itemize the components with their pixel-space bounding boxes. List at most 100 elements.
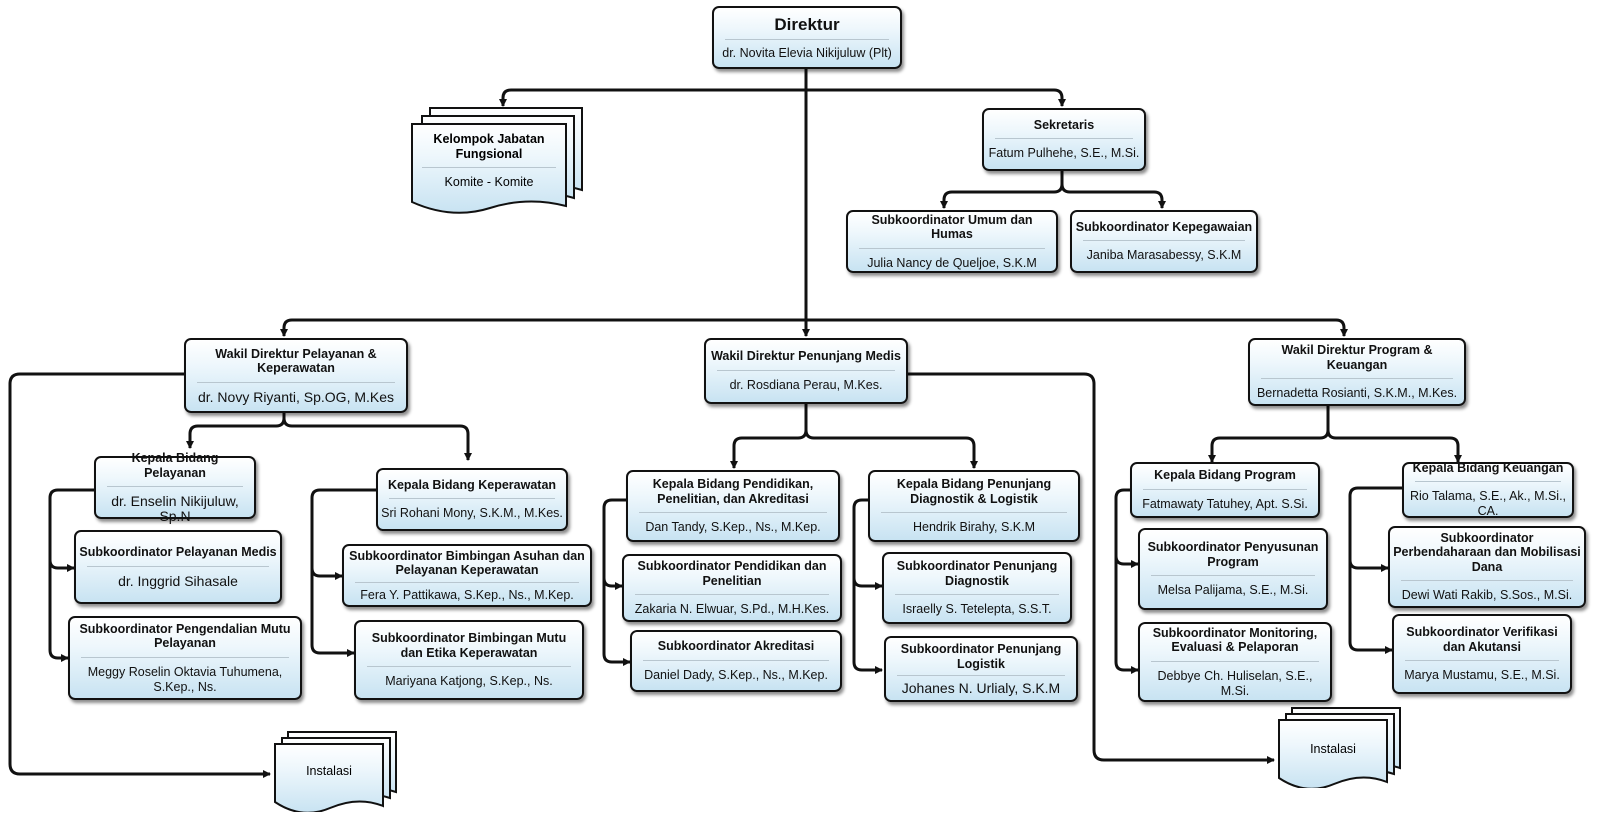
wadir-pelayanan-name: dr. Novy Riyanti, Sp.OG, M.Kes: [197, 388, 395, 405]
sub-akreditasi-name: Daniel Dady, S.Kep., Ns., M.Kep.: [644, 667, 828, 682]
link-to-kabid-keuangan: [1326, 429, 1462, 463]
divider: [422, 167, 556, 168]
sub-penunjang-logistik-box[interactable]: Subkoordinator Penunjang Logistik Johane…: [884, 636, 1078, 702]
link-wadir-pelayanan-split: [186, 410, 286, 449]
kabid-pelayanan-name: dr. Enselin Nikijuluw, Sp.N: [111, 493, 239, 524]
divider: [1401, 580, 1573, 582]
divider: [717, 369, 895, 371]
wadir-pelayanan-title: Wakil Direktur Pelayanan & Keperawatan: [215, 346, 377, 376]
link-kabid-penunjang-subs: [852, 498, 883, 674]
sub-pengendalian-title: Subkoordinator Pengendalian Mutu Pelayan…: [79, 621, 291, 651]
sub-penunjang-diagnostik-box[interactable]: Subkoordinator Penunjang Diagnostik Isra…: [882, 552, 1072, 624]
sub-pelayanan-medis-box[interactable]: Subkoordinator Pelayanan Medis dr. Inggr…: [74, 530, 282, 604]
instalasi-left-label: Instalasi: [306, 764, 352, 778]
divider: [725, 38, 889, 40]
sub-monev-name: Debbye Ch. Huliselan, S.E., M.Si.: [1157, 668, 1313, 698]
divider: [643, 659, 829, 661]
divider: [1143, 488, 1307, 490]
sub-penyusunan-name: Melsa Palijama, S.E., M.Si.: [1157, 583, 1309, 597]
direktur-name: dr. Novita Elevia Nikijuluw (Plt): [722, 45, 892, 60]
divider: [635, 594, 829, 595]
instalasi-left-box[interactable]: Instalasi: [272, 730, 400, 812]
sub-monev-title: Subkoordinator Monitoring, Evaluasi & Pe…: [1152, 625, 1318, 655]
sub-bimbingan-mutu-etika-box[interactable]: Subkoordinator Bimbingan Mutu dan Etika …: [354, 620, 584, 700]
sub-asuhan-name: Fera Y. Pattikawa, S.Kep., Ns., M.Kep.: [360, 587, 574, 602]
link-to-sub-penyusunan: [1114, 555, 1139, 568]
link-kabid-keuangan-subs: [1348, 486, 1402, 654]
link-to-wadir-program: [806, 318, 1348, 337]
wadir-penunjang-title: Wakil Direktur Penunjang Medis: [711, 349, 901, 364]
sekretaris-box[interactable]: Sekretaris Fatum Pulhehe, S.E., M.Si.: [982, 108, 1146, 171]
link-to-sub-asuhan: [310, 567, 343, 580]
divider: [367, 666, 571, 667]
direktur-box[interactable]: Direktur dr. Novita Elevia Nikijuluw (Pl…: [712, 6, 902, 69]
link-to-sub-diagnostik: [852, 577, 883, 590]
divider: [87, 565, 269, 567]
divider: [81, 656, 289, 658]
instalasi-right-box[interactable]: Instalasi: [1276, 706, 1404, 788]
divider: [107, 486, 243, 487]
kabid-pendidikan-box[interactable]: Kepala Bidang Pendidikan, Penelitian, da…: [626, 470, 840, 542]
link-to-sub-pelayanan-medis: [48, 559, 75, 572]
wadir-program-title: Wakil Direktur Program & Keuangan: [1281, 343, 1433, 372]
sub-penyusunan-title: Subkoordinator Penyusunan Program: [1147, 540, 1319, 569]
divider: [639, 512, 827, 513]
sub-monev-box[interactable]: Subkoordinator Monitoring, Evaluasi & Pe…: [1138, 622, 1332, 702]
divider: [1415, 481, 1561, 483]
divider: [897, 675, 1065, 676]
wadir-penunjang-name: dr. Rosdiana Perau, M.Kes.: [729, 377, 883, 392]
sekretaris-title: Sekretaris: [1033, 117, 1095, 132]
kabid-keperawatan-title: Kepala Bidang Keperawatan: [387, 477, 557, 492]
link-sekretaris-trunk: [940, 170, 1064, 209]
direktur-title: Direktur: [774, 14, 840, 34]
wadir-penunjang-box[interactable]: Wakil Direktur Penunjang Medis dr. Rosdi…: [704, 338, 908, 404]
sub-akreditasi-box[interactable]: Subkoordinator Akreditasi Daniel Dady, S…: [630, 630, 842, 692]
sub-pendidikan-name: Zakaria N. Elwuar, S.Pd., M.H.Kes.: [634, 602, 830, 616]
divider: [355, 581, 579, 583]
sub-bimbingan-asuhan-box[interactable]: Subkoordinator Bimbingan Asuhan dan Pela…: [342, 544, 592, 607]
divider: [1151, 575, 1315, 576]
divider: [1151, 660, 1319, 662]
divider: [995, 138, 1133, 140]
sub-umum-name: Julia Nancy de Queljoe, S.K.M: [867, 255, 1037, 270]
divider: [1083, 240, 1245, 242]
sub-pengendalian-mutu-box[interactable]: Subkoordinator Pengendalian Mutu Pelayan…: [68, 616, 302, 700]
sub-perbendaharaan-box[interactable]: Subkoordinator Perbendaharaan dan Mobili…: [1388, 526, 1586, 608]
kabid-pelayanan-box[interactable]: Kepala Bidang Pelayanan dr. Enselin Niki…: [94, 451, 256, 524]
kabid-penunjang-box[interactable]: Kepala Bidang Penunjang Diagnostik & Log…: [868, 470, 1080, 542]
kabid-penunjang-title: Kepala Bidang Penunjang Diagnostik & Log…: [896, 477, 1052, 506]
link-to-kabid-penunjang: [804, 429, 978, 469]
sub-kepegawaian-box[interactable]: Subkoordinator Kepegawaian Janiba Marasa…: [1070, 210, 1258, 273]
kelompok-name: Komite - Komite: [444, 175, 534, 189]
kabid-program-name: Fatmawaty Tatuhey, Apt. S.Si.: [1142, 496, 1308, 511]
kabid-keuangan-box[interactable]: Kepala Bidang Keuangan Rio Talama, S.E.,…: [1402, 460, 1574, 519]
sub-perbendaharaan-title: Subkoordinator Perbendaharaan dan Mobili…: [1393, 530, 1581, 574]
kabid-keperawatan-name: Sri Rohani Mony, S.K.M., M.Kes.: [381, 506, 563, 521]
kabid-keperawatan-box[interactable]: Kepala Bidang Keperawatan Sri Rohani Mon…: [376, 468, 568, 531]
divider: [895, 594, 1059, 595]
sub-penyusunan-program-box[interactable]: Subkoordinator Penyusunan Program Melsa …: [1138, 528, 1328, 610]
sub-verifikasi-box[interactable]: Subkoordinator Verifikasi dan Akutansi M…: [1392, 614, 1572, 694]
stacked-document-shape: [411, 107, 583, 214]
kabid-pelayanan-title: Kepala Bidang Pelayanan: [131, 451, 219, 480]
wadir-program-box[interactable]: Wakil Direktur Program & Keuangan Bernad…: [1248, 338, 1466, 406]
sub-verifikasi-title: Subkoordinator Verifikasi dan Akutansi: [1406, 625, 1558, 654]
instalasi-right-label: Instalasi: [1310, 742, 1356, 756]
link-to-sub-perbendaharaan: [1348, 559, 1389, 572]
link-to-sub-pendidikan: [602, 577, 623, 590]
kelompok-jabatan-fungsional-box[interactable]: Kelompok Jabatan Fungsional Komite - Kom…: [408, 106, 588, 216]
kabid-keuangan-name: Rio Talama, S.E., Ak., M.Si., CA.: [1409, 489, 1567, 519]
divider: [859, 247, 1045, 249]
link-to-wadir-pelayanan: [280, 318, 806, 337]
wadir-pelayanan-box[interactable]: Wakil Direktur Pelayanan & Keperawatan d…: [184, 338, 408, 413]
kabid-program-box[interactable]: Kepala Bidang Program Fatmawaty Tatuhey,…: [1130, 462, 1320, 518]
kabid-keuangan-title: Kepala Bidang Keuangan: [1412, 460, 1564, 475]
sub-pendidikan-penelitian-box[interactable]: Subkoordinator Pendidikan dan Penelitian…: [622, 554, 842, 622]
link-to-instalasi-left: [8, 372, 271, 778]
kabid-pendidikan-name: Dan Tandy, S.Kep., Ns., M.Kep.: [645, 520, 821, 534]
divider: [881, 512, 1067, 513]
sub-umum-humas-box[interactable]: Subkoordinator Umum dan Humas Julia Nanc…: [846, 210, 1058, 273]
link-kabid-program-subs: [1114, 488, 1139, 674]
sub-diagnostik-title: Subkoordinator Penunjang Diagnostik: [896, 559, 1058, 588]
